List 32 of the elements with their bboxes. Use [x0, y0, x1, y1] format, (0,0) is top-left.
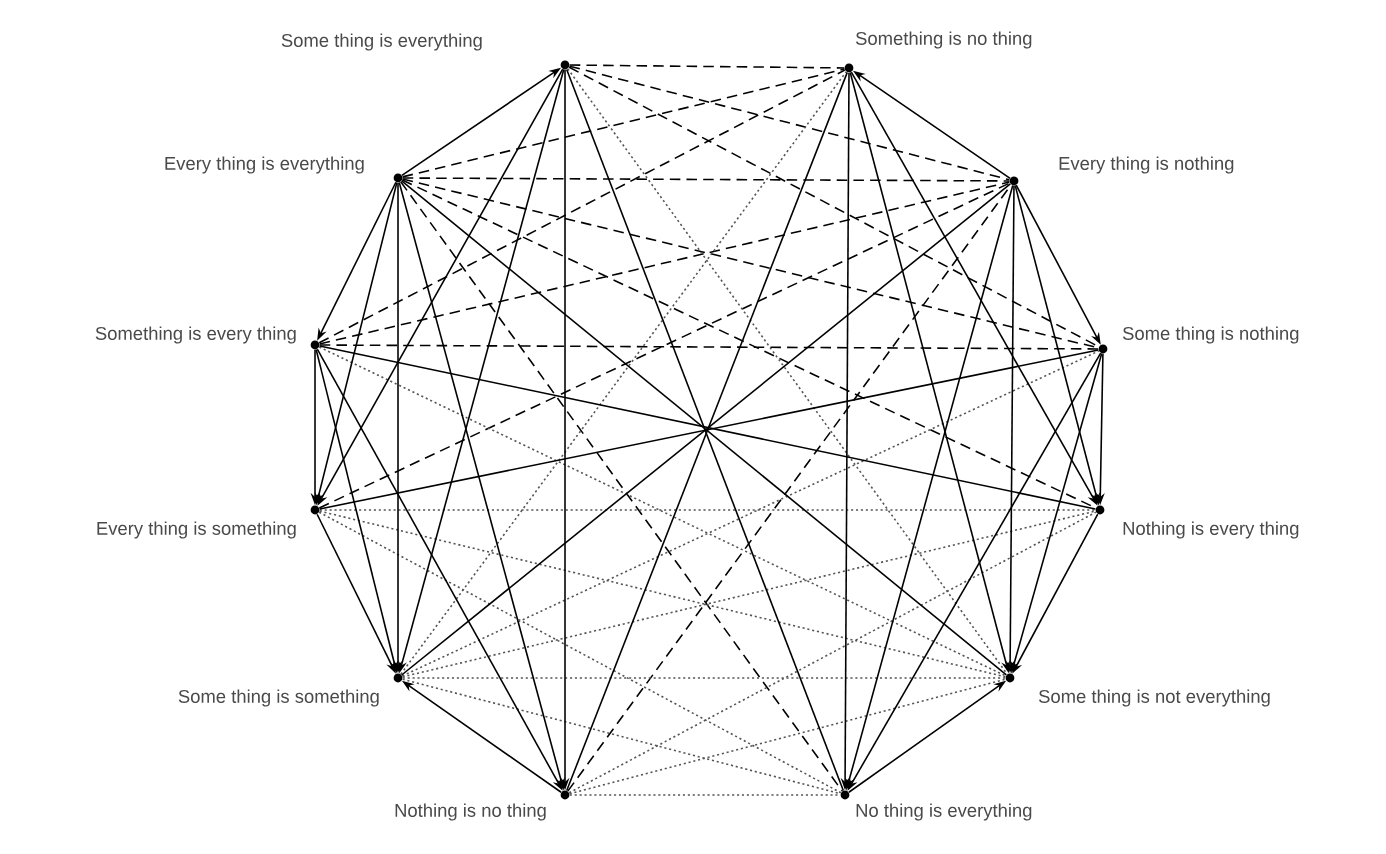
statement-label: Every thing is nothing — [1059, 156, 1234, 174]
connector-line — [400, 181, 843, 792]
connector-line — [318, 181, 1011, 345]
connector-line — [401, 177, 1011, 182]
connector-line — [568, 64, 846, 69]
connector-line — [318, 509, 1097, 511]
connector-line — [568, 65, 1011, 181]
connector-line — [318, 346, 1007, 677]
statement-label: Every thing is everything — [165, 156, 364, 174]
statement-label: Something is no thing — [855, 31, 1032, 49]
statement-label: Some thing is not everything — [1038, 689, 1270, 707]
statement-label: Every thing is something — [97, 521, 296, 539]
connector-line — [568, 678, 1007, 795]
statement-label: No thing is everything — [856, 803, 1032, 821]
connector-line — [318, 182, 1011, 509]
connector-line — [401, 677, 1007, 679]
connector-line — [318, 344, 1100, 350]
statement-label: Something is every thing — [95, 326, 296, 344]
connector-line — [318, 511, 842, 794]
statement-label: Nothing is no thing — [395, 803, 546, 821]
connector-line — [568, 511, 1097, 794]
connector-line — [401, 510, 1097, 678]
statement-label: Some thing is everything — [281, 33, 482, 51]
statement-label: Nothing is every thing — [1123, 521, 1299, 539]
connector-line — [401, 350, 1100, 677]
connector-line — [318, 69, 846, 344]
statement-label: Some thing is something — [178, 689, 379, 707]
connector-line — [401, 68, 846, 178]
connector-line — [318, 510, 1007, 678]
connector-line — [400, 71, 847, 675]
connector-line — [567, 68, 1008, 675]
statement-label: Some thing is nothing — [1122, 326, 1299, 344]
